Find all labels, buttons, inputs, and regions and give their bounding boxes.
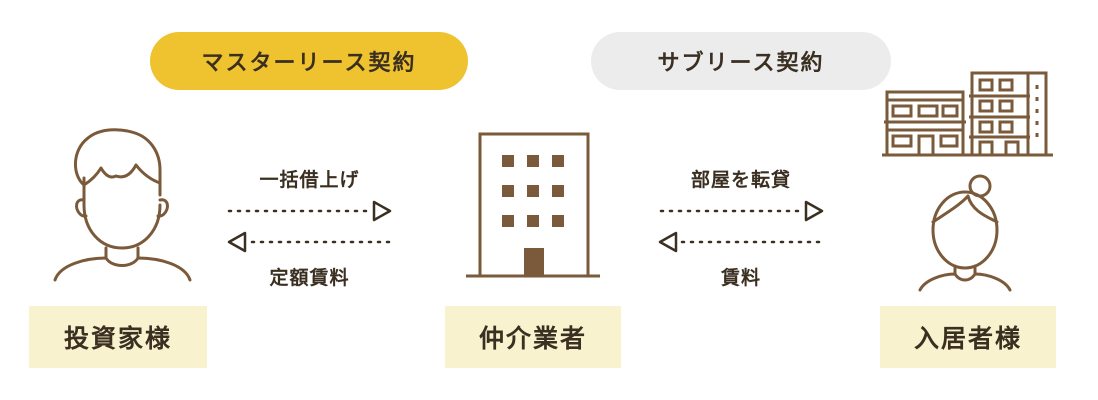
office-building-icon [466,132,600,278]
flow-arrow-broker-to-tenant [659,200,824,222]
apartment-building-icon [882,71,1053,157]
investor-label: 投資家様 [63,324,172,353]
master-lease-contract-pill: マスターリース契約 [150,32,468,90]
flow-label-broker-to-tenant: 部屋を転貸 [690,169,791,191]
broker-label: 仲介業者 [478,324,587,353]
flow-arrow-tenant-to-broker [658,231,824,253]
flow-label-investor-to-broker: 一括借上げ [259,169,360,191]
sublease-contract-label: サブリース契約 [657,51,825,76]
master-lease-contract-label: マスターリース契約 [201,51,417,76]
tenant-label: 入居者様 [913,324,1022,353]
flow-arrow-investor-to-broker [227,200,392,222]
woman-icon [918,174,1012,292]
investor-label-box: 投資家様 [29,306,207,368]
tenant-label-box: 入居者様 [880,306,1056,368]
person-icon [53,128,192,282]
flow-label-tenant-to-broker: 賃料 [720,267,761,289]
flow-arrow-broker-to-investor [227,231,392,253]
sublease-contract-pill: サブリース契約 [591,32,891,90]
broker-label-box: 仲介業者 [445,306,621,368]
flow-label-broker-to-investor: 定額賃料 [269,267,350,289]
